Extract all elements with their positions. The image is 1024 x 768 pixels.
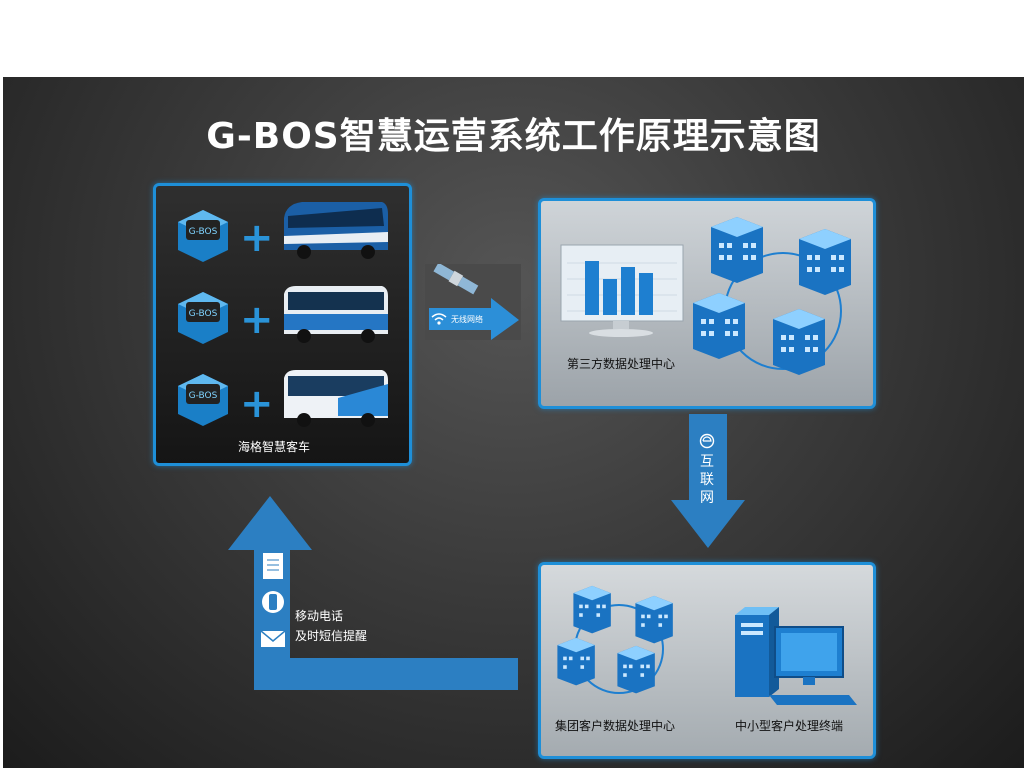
svg-text:G-BOS: G-BOS [189, 391, 218, 401]
server-cluster [557, 585, 673, 694]
bus-panel-label: 海格智慧客车 [238, 440, 311, 454]
plus-sign: + [240, 215, 274, 261]
server-cluster [693, 217, 851, 375]
return-arrow [228, 496, 518, 690]
device-icon: G-BOS [178, 210, 228, 262]
mail-icon [260, 630, 286, 647]
group-client-label: 集团客户数据处理中心 [555, 719, 676, 733]
third-party-panel: 第三方数据处理中心 [538, 198, 876, 409]
small-client-label: 中小型客户处理终端 [735, 719, 844, 733]
server-icon [799, 229, 851, 295]
mobile-label-line1: 移动电话 [295, 609, 344, 623]
internet-icon [699, 433, 715, 449]
desktop-pc-icon [735, 607, 857, 705]
mobile-label-line2: 及时短信提醒 [295, 629, 368, 643]
server-icon [617, 645, 655, 694]
server-icon [557, 637, 595, 686]
satellite-icon [429, 262, 519, 340]
bus-panel: G-BOS + G-BOS + G-BOS [153, 183, 412, 466]
server-icon [693, 293, 745, 359]
bus-icon [284, 370, 388, 427]
plus-sign: + [240, 381, 274, 427]
bus-icon [284, 286, 388, 343]
plus-sign: + [240, 297, 274, 343]
phone-icon [262, 591, 284, 613]
device-icon: G-BOS [178, 292, 228, 344]
wireless-box: 无线网络 [425, 262, 521, 340]
server-icon [573, 585, 611, 634]
server-icon [773, 309, 825, 375]
client-panel: 集团客户数据处理中心 中小型客户处理终端 [538, 562, 876, 759]
monitor-chart-icon [560, 244, 684, 337]
server-icon [635, 595, 673, 644]
svg-text:G-BOS: G-BOS [189, 227, 218, 237]
internet-down-arrow [671, 414, 745, 548]
bus-icon [284, 202, 388, 259]
document-icon [263, 553, 283, 579]
third-party-label: 第三方数据处理中心 [567, 357, 676, 371]
wireless-label: 无线网络 [451, 315, 483, 324]
page-title: G-BOS智慧运营系统工作原理示意图 [206, 116, 821, 157]
device-icon: G-BOS [178, 374, 228, 426]
server-icon [711, 217, 763, 283]
svg-text:G-BOS: G-BOS [189, 309, 218, 319]
internet-label: 互联网 [700, 454, 714, 506]
slide: G-BOS智慧运营系统工作原理示意图 G-BOS + G-BOS + [3, 77, 1024, 768]
wifi-icon [431, 313, 447, 325]
